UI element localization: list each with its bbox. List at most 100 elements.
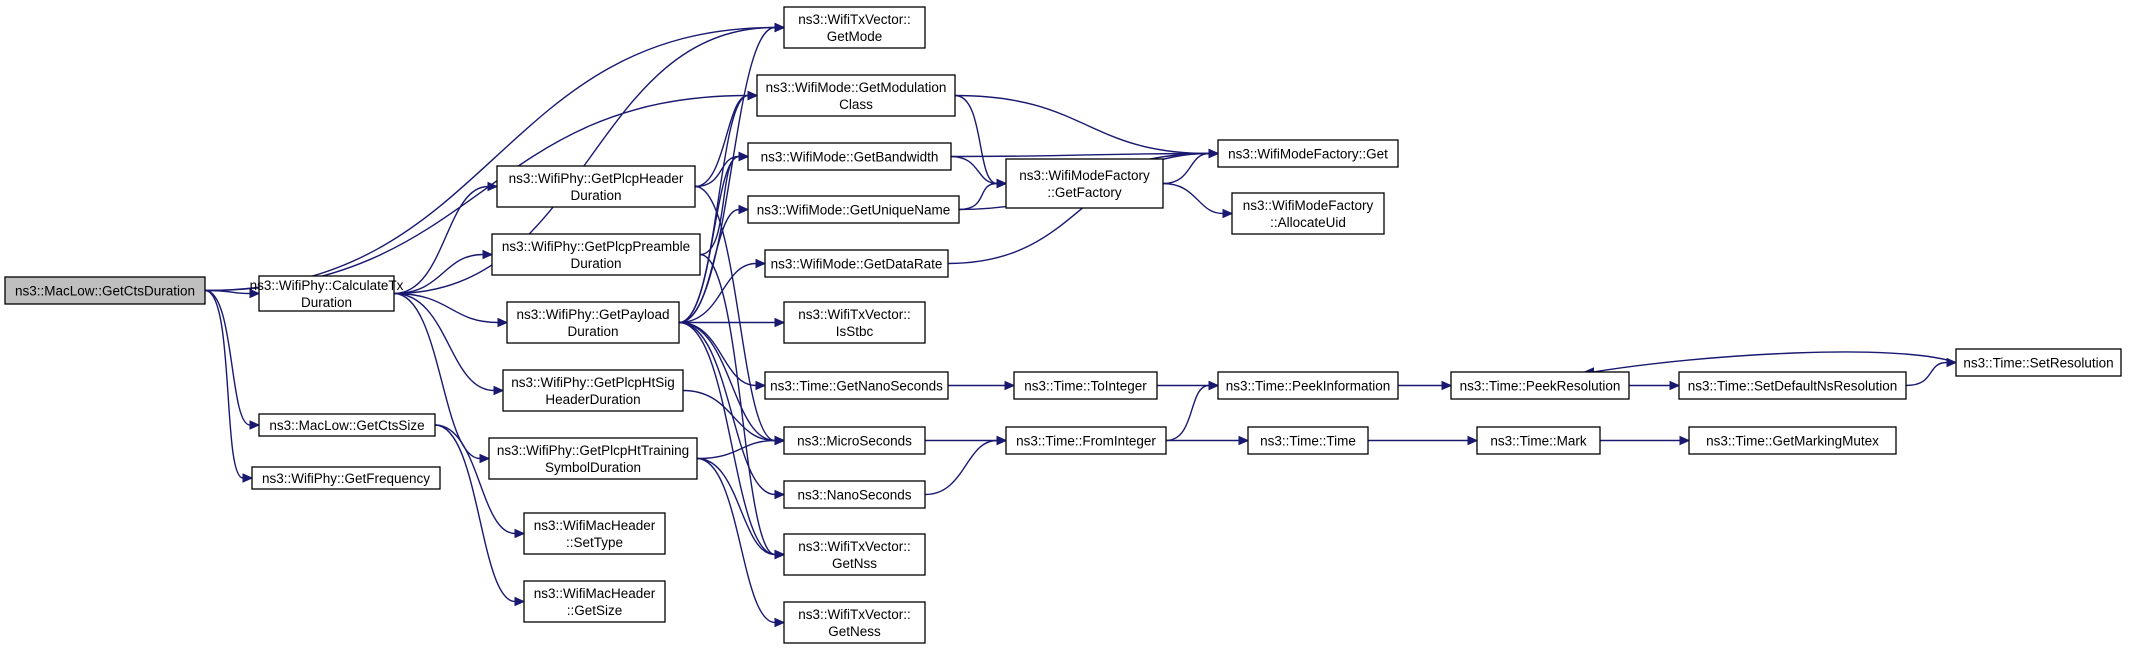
node-label-line: Duration bbox=[570, 256, 621, 271]
node-box bbox=[1013, 371, 1158, 400]
edge-n26-to-n27 bbox=[1165, 380, 1220, 442]
node-time-getmarkingmutex[interactable]: ns3::Time::GetMarkingMutex bbox=[1688, 426, 1897, 455]
node-label-line: SymbolDuration bbox=[545, 460, 641, 475]
edge-n14-to-n22 bbox=[958, 178, 1008, 211]
node-maclow-getctssize[interactable]: ns3::MacLow::GetCtsSize bbox=[258, 413, 436, 437]
node-time-setresolution[interactable]: ns3::Time::SetResolution bbox=[1955, 348, 2122, 377]
edge-n1-to-n8 bbox=[393, 292, 509, 328]
node-wifiphy-getplcphttrainingsymbolduration[interactable]: ns3::WifiPhy::GetPlcpHtTrainingSymbolDur… bbox=[488, 437, 698, 480]
edge-n1-to-n7 bbox=[393, 249, 494, 295]
node-wifimacheader-getsize[interactable]: ns3::WifiMacHeader::GetSize bbox=[523, 580, 666, 623]
node-wifiphy-getfrequency[interactable]: ns3::WifiPhy::GetFrequency bbox=[251, 466, 441, 490]
node-box bbox=[491, 233, 701, 276]
node-label-line: GetMode bbox=[827, 29, 883, 44]
node-time-setdefaultnsresolution[interactable]: ns3::Time::SetDefaultNsResolution bbox=[1678, 371, 1907, 400]
node-wifimacheader-settype[interactable]: ns3::WifiMacHeader::SetType bbox=[523, 512, 666, 555]
edge-line bbox=[954, 94, 1210, 155]
edge-line bbox=[696, 439, 776, 460]
node-time-peekinformation[interactable]: ns3::Time::PeekInformation bbox=[1217, 371, 1399, 400]
node-time-tointeger[interactable]: ns3::Time::ToInteger bbox=[1013, 371, 1158, 400]
edge-n8-to-n13 bbox=[678, 151, 750, 324]
edge-line bbox=[678, 262, 757, 324]
edge-line bbox=[678, 321, 776, 556]
node-box bbox=[783, 6, 926, 49]
node-wifimode-getuniquename[interactable]: ns3::WifiMode::GetUniqueName bbox=[747, 195, 960, 224]
node-microseconds[interactable]: ns3::MicroSeconds bbox=[783, 426, 926, 455]
node-label-line: ns3::Time::FromInteger bbox=[1016, 434, 1156, 449]
node-box bbox=[1955, 348, 2122, 377]
edge-n2-to-n12 bbox=[434, 424, 526, 607]
edge-n8-to-n19 bbox=[678, 321, 786, 500]
node-wifimodefactory-get[interactable]: ns3::WifiModeFactory::Get bbox=[1217, 139, 1399, 168]
node-label-line: ns3::WifiTxVector:: bbox=[798, 307, 911, 322]
node-label-line: ns3::MacLow::GetCtsSize bbox=[269, 418, 424, 433]
node-time-time[interactable]: ns3::Time::Time bbox=[1247, 426, 1369, 455]
node-box bbox=[1247, 426, 1369, 455]
edge-n19-to-n26 bbox=[924, 435, 1008, 496]
edge-line bbox=[924, 439, 998, 496]
edge-arrowhead bbox=[1208, 148, 1220, 159]
node-label-line: ns3::WifiPhy::CalculateTx bbox=[250, 278, 404, 293]
node-label-line: GetNess bbox=[828, 624, 881, 639]
edge-arrowhead bbox=[774, 435, 786, 446]
node-label-line: ns3::WifiPhy::GetPayload bbox=[516, 307, 669, 322]
node-wifimodefactory-allocateuid[interactable]: ns3::WifiModeFactory::AllocateUid bbox=[1231, 192, 1385, 235]
node-maclow-getctsduration[interactable]: ns3::MacLow::GetCtsDuration bbox=[4, 276, 206, 305]
node-wifitxvector-isstbc[interactable]: ns3::WifiTxVector::IsStbc bbox=[783, 301, 926, 344]
node-label-line: ::SetType bbox=[566, 535, 623, 550]
edge-arrowhead bbox=[755, 258, 767, 269]
edge-n1-to-n10 bbox=[393, 292, 491, 464]
edge-n6-to-n5 bbox=[694, 90, 759, 188]
edge-line bbox=[678, 155, 740, 324]
node-box bbox=[1450, 371, 1630, 400]
node-nanoseconds[interactable]: ns3::NanoSeconds bbox=[783, 480, 926, 509]
edge-arrowhead bbox=[487, 181, 499, 192]
edge-line bbox=[393, 292, 499, 324]
node-box bbox=[1678, 371, 1907, 400]
node-box bbox=[4, 276, 206, 305]
edge-line bbox=[393, 185, 489, 295]
node-label-line: ns3::WifiModeFactory bbox=[1019, 168, 1150, 183]
node-box bbox=[764, 249, 949, 278]
edge-arrowhead bbox=[1679, 435, 1691, 446]
node-label-line: ns3::WifiMode::GetBandwidth bbox=[761, 150, 939, 165]
edges-layer bbox=[204, 22, 1958, 628]
node-wifimodefactory-getfactory[interactable]: ns3::WifiModeFactory::GetFactory bbox=[1005, 158, 1164, 209]
edge-arrowhead bbox=[1238, 435, 1250, 446]
node-time-getnanoseconds[interactable]: ns3::Time::GetNanoSeconds bbox=[764, 371, 949, 400]
edge-line bbox=[954, 94, 998, 185]
edge-n10-to-n20 bbox=[696, 457, 786, 560]
node-wifitxvector-getmode[interactable]: ns3::WifiTxVector::GetMode bbox=[783, 6, 926, 49]
node-time-mark[interactable]: ns3::Time::Mark bbox=[1476, 426, 1601, 455]
node-wifimode-getdatarate[interactable]: ns3::WifiMode::GetDataRate bbox=[764, 249, 949, 278]
edge-n22-to-n23 bbox=[1162, 148, 1220, 185]
node-box bbox=[783, 533, 926, 576]
edge-line bbox=[678, 208, 740, 324]
edge-arrowhead bbox=[493, 385, 505, 396]
edge-line bbox=[682, 389, 776, 442]
node-time-peekresolution[interactable]: ns3::Time::PeekResolution bbox=[1450, 371, 1630, 400]
node-time-frominteger[interactable]: ns3::Time::FromInteger bbox=[1005, 426, 1167, 455]
node-label-line: ns3::WifiTxVector:: bbox=[798, 12, 911, 27]
edge-n2-to-n11 bbox=[434, 424, 526, 539]
node-box bbox=[747, 195, 960, 224]
node-wifimode-getbandwidth[interactable]: ns3::WifiMode::GetBandwidth bbox=[747, 142, 952, 171]
edge-n1-to-n6 bbox=[393, 181, 499, 295]
edge-n28-to-n30 bbox=[1368, 435, 1479, 446]
edge-arrowhead bbox=[996, 435, 1008, 446]
edge-arrowhead bbox=[479, 453, 491, 464]
node-label-line: ns3::WifiPhy::GetPlcpHeader bbox=[509, 171, 684, 186]
node-wifitxvector-getness[interactable]: ns3::WifiTxVector::GetNess bbox=[783, 601, 926, 644]
edge-arrowhead bbox=[1222, 208, 1234, 219]
edge-arrowhead bbox=[1441, 380, 1453, 391]
node-wifitxvector-getnss[interactable]: ns3::WifiTxVector::GetNss bbox=[783, 533, 926, 576]
edge-n31-to-n33 bbox=[1905, 357, 1958, 387]
edge-n0-to-n3 bbox=[204, 289, 254, 483]
